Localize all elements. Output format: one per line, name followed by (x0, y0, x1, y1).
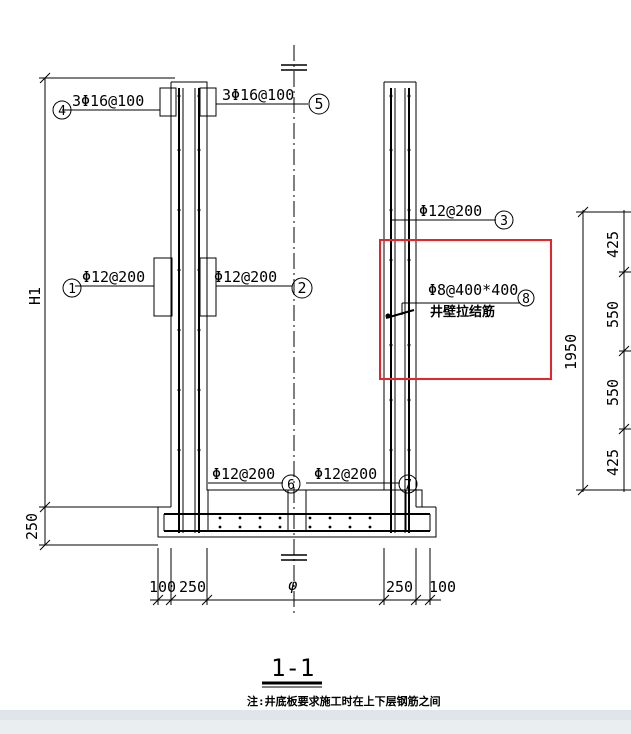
marker-4: 4 (58, 104, 66, 119)
dim-b-250r: 250 (386, 578, 413, 596)
label-r2: Φ12@200 (214, 268, 277, 286)
dim-r-550a: 550 (604, 301, 622, 328)
marker-2: 2 (297, 279, 306, 297)
marker-8: 8 (522, 292, 530, 307)
dim-base-250: 250 (23, 513, 41, 540)
label-r4: 3Φ16@100 (72, 92, 144, 110)
dim-b-100l: 100 (149, 578, 176, 596)
label-r6: Φ12@200 (212, 465, 275, 483)
dim-r-550b: 550 (604, 379, 622, 406)
marker-7: 7 (404, 478, 412, 493)
label-r1: Φ12@200 (82, 268, 145, 286)
label-r8: Φ8@400*400 (428, 281, 518, 299)
marker-5: 5 (314, 95, 323, 113)
label-r7: Φ12@200 (314, 465, 377, 483)
label-r3: Φ12@200 (419, 202, 482, 220)
marker-1: 1 (68, 282, 76, 297)
marker-3: 3 (500, 214, 508, 229)
bottom-strip (0, 710, 631, 720)
dim-phi: φ (288, 576, 298, 594)
marker-6: 6 (287, 478, 295, 493)
dim-b-100r: 100 (429, 578, 456, 596)
label-tie-note: 井壁拉结筋 (430, 304, 495, 320)
section-title: 1-1 (271, 654, 314, 682)
dim-h1: H1 (26, 287, 44, 305)
dim-right-total: 1950 (562, 334, 580, 370)
label-r5: 3Φ16@100 (222, 86, 294, 104)
rebar-dots (177, 94, 411, 529)
bottom-strip-lower (0, 720, 631, 734)
highlight-box (379, 239, 552, 380)
dim-b-250l: 250 (179, 578, 206, 596)
note-text: 注:井底板要求施工时在上下层钢筋之间 (247, 694, 441, 708)
dim-r-425b: 425 (604, 449, 622, 476)
dim-r-425a: 425 (604, 231, 622, 258)
